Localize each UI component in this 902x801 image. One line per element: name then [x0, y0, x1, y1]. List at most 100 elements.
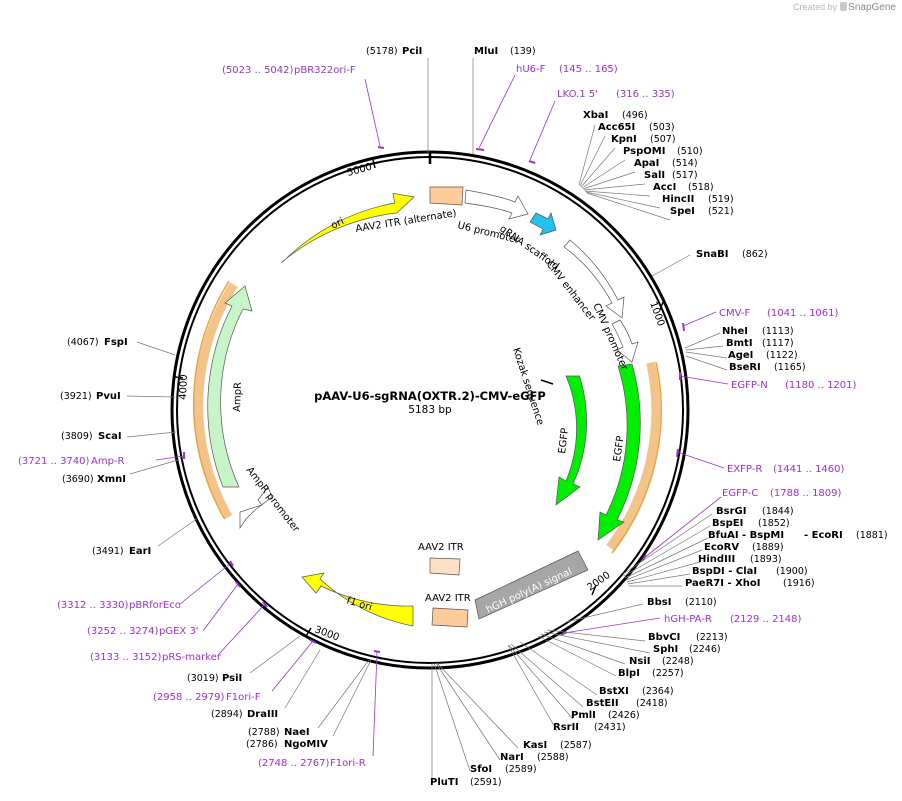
site-name-draiii[interactable]: DraIII: [247, 709, 278, 720]
site-name-psii[interactable]: PsiI: [222, 673, 242, 684]
site-name-naei[interactable]: NaeI: [284, 727, 310, 738]
site-name-bseri[interactable]: BseRI: [729, 362, 761, 373]
site-name-bsrgi[interactable]: BsrGI: [716, 506, 746, 517]
site-name-bsteii[interactable]: BstEII: [586, 698, 619, 709]
site-pos-psii: (3019): [187, 673, 219, 684]
site-pos-scai: (3809): [61, 431, 93, 442]
site-pos-bspei: (1852): [758, 518, 790, 529]
primer-name-cmv-f[interactable]: CMV-F: [719, 308, 750, 319]
primer-name-egfp-c[interactable]: EGFP-C: [722, 488, 758, 499]
site-name-bstxi[interactable]: BstXI: [599, 686, 629, 697]
primer-name-f1ori-f[interactable]: F1ori-F: [226, 692, 261, 703]
primer-range-hgh-pa-r: (2129 .. 2148): [730, 614, 802, 625]
site-pos-ecori: (1881): [856, 530, 888, 541]
aav2-itr-alternate-box[interactable]: [429, 186, 464, 206]
site-name-apai[interactable]: ApaI: [634, 158, 659, 169]
site-name-bspdi[interactable]: BspDI - ClaI: [692, 566, 757, 577]
site-name-bspei[interactable]: BspEI: [712, 518, 743, 529]
site-name-bbvci[interactable]: BbvCI: [648, 632, 680, 643]
feature-label-egfp-inner: EGFP: [557, 427, 571, 454]
site-pos-paer7i: (1916): [783, 578, 815, 589]
primer-name-pgex-3[interactable]: pGEX 3': [159, 626, 199, 637]
u6-promoter-arrow[interactable]: [464, 189, 529, 220]
feature-label-kozak: Kozak sequence: [510, 347, 545, 427]
site-pos-acc65i: (503): [649, 122, 675, 133]
primer-name-amp-r[interactable]: Amp-R: [91, 456, 125, 467]
site-pos-pluti: (2591): [470, 777, 502, 788]
primer-name-exfp-r[interactable]: EXFP-R: [727, 464, 762, 475]
site-name-sali[interactable]: SalI: [644, 170, 665, 181]
primer-name-prs-marker[interactable]: pRS-marker: [162, 652, 222, 663]
primer-name-pbr322ori-f[interactable]: pBR322ori-F: [294, 65, 356, 76]
tick-label-1000: 1000: [647, 300, 666, 328]
kozak-mark: [540, 379, 554, 385]
site-pos-xbai: (496): [622, 110, 648, 121]
egfp-inner-arrow[interactable]: [555, 375, 587, 506]
egfp-highlight: [606, 361, 661, 551]
grna-scaffold-arrow[interactable]: [529, 212, 557, 236]
primer-range-prs-marker: (3133 .. 3152): [90, 652, 162, 663]
site-pos-sali: (517): [672, 170, 698, 181]
site-name-blpi[interactable]: BlpI: [618, 668, 640, 679]
feature-label-ampr: AmpR: [232, 382, 244, 412]
site-name-agei[interactable]: AgeI: [728, 350, 753, 361]
site-name-mlui[interactable]: MluI: [474, 46, 498, 57]
site-name-bbsi[interactable]: BbsI: [647, 597, 671, 608]
f1-ori-arrow[interactable]: [301, 572, 414, 627]
site-name-acci[interactable]: AccI: [653, 182, 676, 193]
site-name-acc65i[interactable]: Acc65I: [598, 122, 635, 133]
site-name-nsii[interactable]: NsiI: [629, 656, 650, 667]
site-pos-kpni: (507): [650, 134, 676, 145]
ampr-arrow[interactable]: [207, 285, 253, 488]
site-name-snabi[interactable]: SnaBI: [696, 249, 728, 260]
tick-3000-mark: [305, 627, 312, 637]
primer-name-lko1-5[interactable]: LKO.1 5': [557, 89, 598, 100]
site-name-pmli[interactable]: PmlI: [571, 710, 596, 721]
site-name-bmti[interactable]: BmtI: [726, 338, 753, 349]
site-name-ecorv[interactable]: EcoRV: [704, 542, 739, 553]
site-name-ecori[interactable]: - EcoRI: [804, 530, 843, 541]
site-name-pspomi[interactable]: PspOMI: [623, 146, 665, 157]
plasmid-name: pAAV-U6-sgRNA(OXTR.2)-CMV-eGFP: [314, 389, 546, 403]
site-name-kpni[interactable]: KpnI: [611, 134, 637, 145]
cmv-enhancer-arrow[interactable]: [563, 239, 625, 319]
site-name-hindiii[interactable]: HindIII: [698, 554, 735, 565]
primer-name-pbrforeco[interactable]: pBRforEco: [129, 600, 181, 611]
site-name-pcii[interactable]: PciI: [402, 46, 422, 57]
aav2-itr-box[interactable]: [431, 607, 469, 628]
site-name-ngomiv[interactable]: NgoMIV: [284, 739, 328, 750]
site-name-bfuai[interactable]: BfuAI - BspMI: [708, 530, 784, 541]
site-name-nhei[interactable]: NheI: [722, 326, 748, 337]
ampr-promoter-arrow[interactable]: [239, 486, 273, 530]
site-name-rsrii[interactable]: RsrII: [553, 722, 579, 733]
primer-name-f1ori-r[interactable]: F1ori-R: [330, 758, 366, 769]
site-name-sphi[interactable]: SphI: [653, 644, 678, 655]
primer-name-hu6-f[interactable]: hU6-F: [516, 64, 546, 75]
cmv-promoter-arrowhead[interactable]: [611, 319, 639, 363]
site-pos-pvui: (3921): [60, 391, 92, 402]
site-name-nari[interactable]: NarI: [500, 752, 524, 763]
site-name-eari[interactable]: EarI: [129, 546, 151, 557]
site-name-paer7i[interactable]: PaeR7I - XhoI: [685, 578, 761, 589]
site-name-pluti[interactable]: PluTI: [430, 777, 458, 788]
site-name-hincii[interactable]: HincII: [662, 194, 694, 205]
ori-arrow[interactable]: [281, 192, 415, 264]
hgh-polya-box[interactable]: [474, 550, 589, 620]
site-name-spei[interactable]: SpeI: [670, 206, 695, 217]
site-name-kasi[interactable]: KasI: [523, 740, 547, 751]
egfp-outer-arrow[interactable]: [597, 363, 641, 541]
feature-label-aav2-itr: AAV2 ITR: [425, 593, 471, 604]
primer-name-egfp-n[interactable]: EGFP-N: [731, 380, 768, 391]
site-name-xbai[interactable]: XbaI: [583, 110, 608, 121]
aav2-itr-inner-box[interactable]: [429, 557, 461, 576]
credit-brand[interactable]: SnapGene: [848, 2, 896, 13]
site-name-pvui[interactable]: PvuI: [96, 391, 121, 402]
feature-label-egfp-outer: EGFP: [612, 435, 626, 462]
site-name-xmni[interactable]: XmnI: [97, 474, 126, 485]
site-name-fspi[interactable]: FspI: [104, 337, 128, 348]
primer-name-hgh-pa-r[interactable]: hGH-PA-R: [664, 614, 712, 625]
site-name-scai[interactable]: ScaI: [98, 431, 122, 442]
site-name-sfoi[interactable]: SfoI: [470, 764, 492, 775]
